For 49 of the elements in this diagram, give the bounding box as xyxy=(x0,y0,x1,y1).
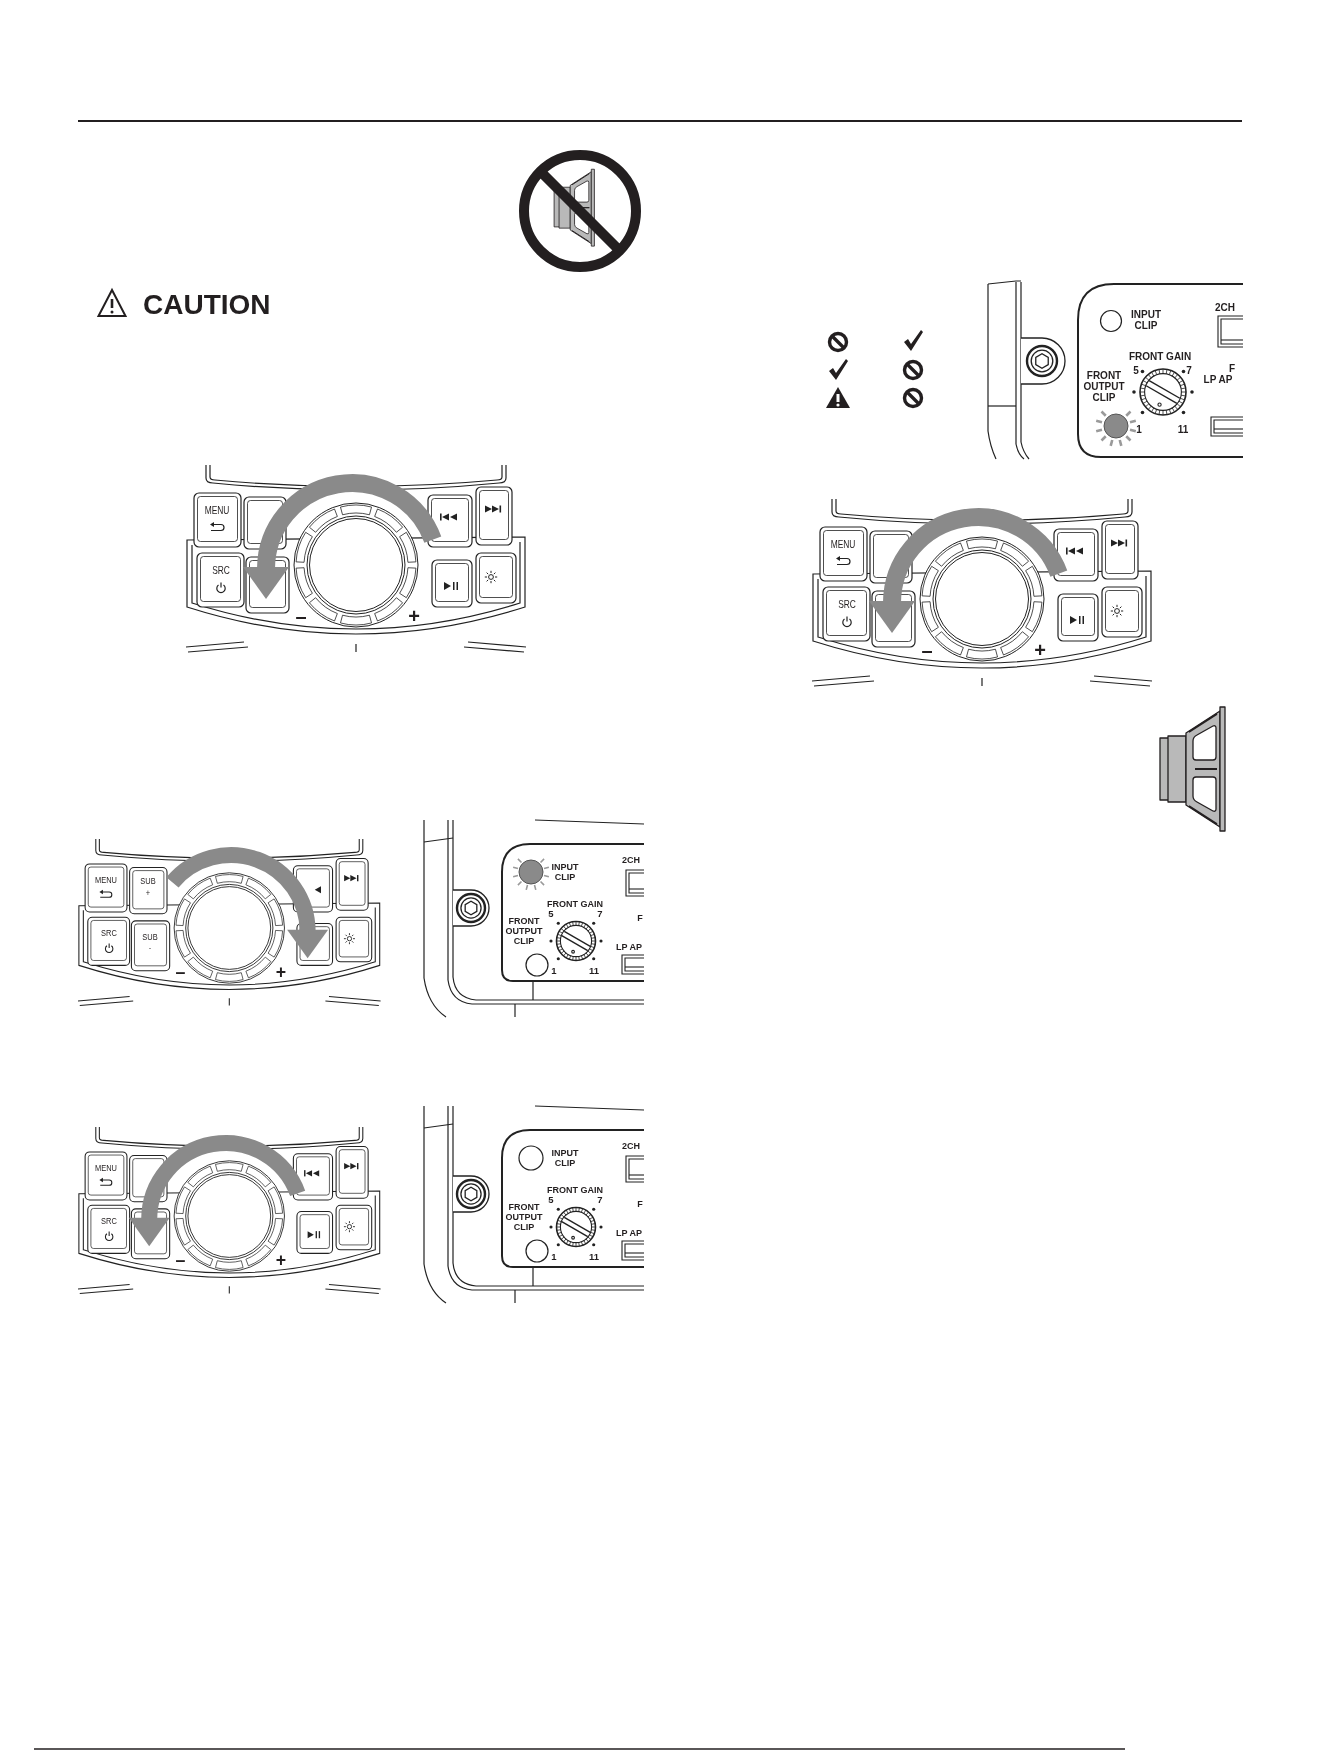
scale-number: 1 xyxy=(1136,424,1142,435)
plus-sign: + xyxy=(408,606,420,626)
scale-number: 7 xyxy=(597,909,603,920)
switch-label: F xyxy=(637,914,643,924)
plus-sign: + xyxy=(1034,640,1046,660)
key-label: SUB - xyxy=(142,931,158,954)
scale-number: 1 xyxy=(551,966,557,977)
scale-number: 11 xyxy=(589,1252,599,1263)
knob-label: FRONT GAIN xyxy=(1128,351,1192,362)
scale-number: 5 xyxy=(548,909,554,920)
knob-label: FRONT GAIN xyxy=(547,1186,603,1196)
scale-number: 5 xyxy=(1133,365,1139,376)
switch-label: 2CH xyxy=(622,856,640,866)
key-label: SUB + xyxy=(140,876,156,899)
key-label: MENU xyxy=(94,874,117,885)
key-label: MENU xyxy=(94,1162,117,1173)
scale-number: 11 xyxy=(589,966,599,977)
key-label: SRC xyxy=(212,565,230,577)
minus-sign: – xyxy=(175,1252,186,1271)
switch-label: LP AP xyxy=(616,943,642,953)
scale-number: 7 xyxy=(1186,365,1192,376)
switch-label: LP AP xyxy=(616,1229,642,1239)
key-label: SRC xyxy=(101,928,117,939)
caution-heading: CAUTION xyxy=(143,291,271,319)
indicator-label: INPUT CLIP xyxy=(551,863,579,883)
key-label: SRC xyxy=(838,599,856,611)
indicator-label: FRONT OUTPUT CLIP xyxy=(505,1203,543,1233)
scale-number: 11 xyxy=(1177,424,1189,435)
minus-sign: – xyxy=(295,606,307,626)
indicator-label: FRONT OUTPUT CLIP xyxy=(505,917,543,947)
plus-sign: + xyxy=(275,1252,287,1271)
scale-number: 1 xyxy=(551,1252,557,1263)
minus-sign: – xyxy=(921,640,933,660)
indicator-label: INPUT CLIP xyxy=(551,1149,579,1169)
key-label: SRC xyxy=(101,1216,117,1227)
switch-label: 2CH xyxy=(1215,302,1235,313)
key-label: MENU xyxy=(204,505,230,517)
switch-label: F xyxy=(1228,364,1236,374)
switch-label: 2CH xyxy=(622,1142,640,1152)
indicator-label: INPUT CLIP xyxy=(1131,309,1161,331)
scale-number: 7 xyxy=(597,1195,603,1206)
indicator-label: FRONT OUTPUT CLIP xyxy=(1083,370,1125,403)
switch-label: LP AP xyxy=(1203,375,1233,385)
switch-label: F xyxy=(637,1200,643,1210)
plus-sign: + xyxy=(275,964,287,983)
scale-number: 5 xyxy=(548,1195,554,1206)
knob-label: FRONT GAIN xyxy=(547,900,603,910)
key-label: MENU xyxy=(830,539,856,551)
minus-sign: – xyxy=(175,964,186,983)
